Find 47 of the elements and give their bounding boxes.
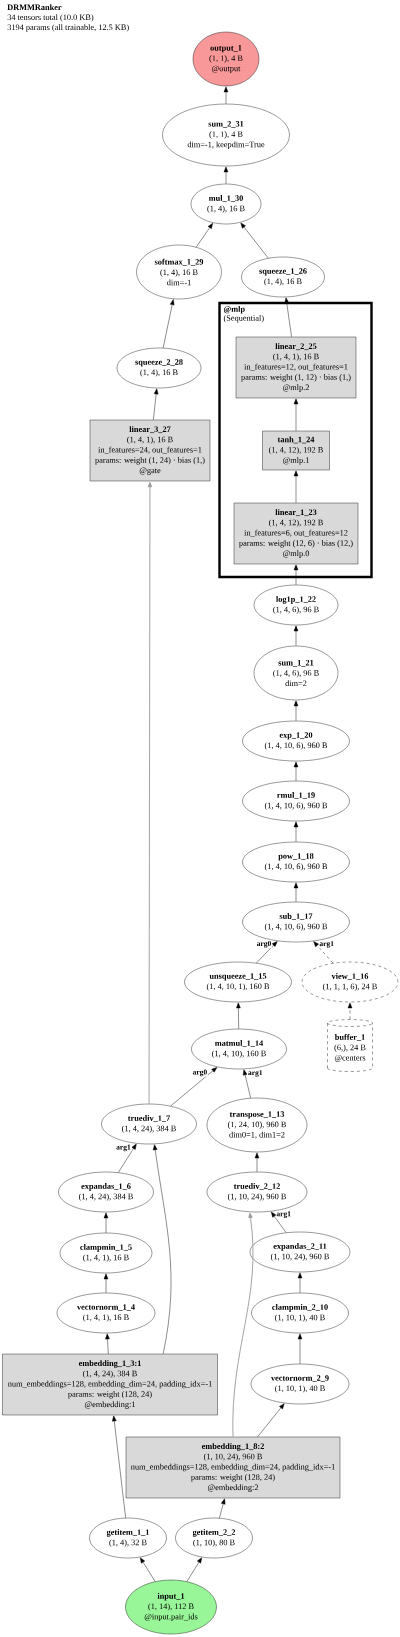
- arrow: [219, 1498, 226, 1519]
- arrow: [140, 1557, 156, 1582]
- arrow: [293, 700, 299, 722]
- arrow: [271, 1211, 287, 1233]
- arrow: [293, 625, 299, 647]
- diagram-title: DRMMRanker: [7, 4, 62, 11]
- arrow: [186, 1557, 202, 1582]
- layer-box: linear_2_25 (1, 4, 1), 16 B in_features=12, out_features=1 params: weight (1, 12) · bias (1,) @mlp.2: [235, 336, 357, 399]
- arrow: [242, 1069, 251, 1099]
- arrow: [223, 86, 229, 105]
- layer-box: linear_3_27 (1, 4, 1), 16 B in_features=24, out_features=1 params: weight (1, 24) · bias (1,) @gate: [89, 419, 211, 482]
- summary-text: 3194 params (all trainable, 12.5 KB): [7, 24, 129, 32]
- arrow: [257, 1403, 285, 1438]
- arrow: [223, 166, 229, 185]
- arrow: [103, 1212, 109, 1234]
- arrow: [232, 1212, 254, 1438]
- arrow: [256, 941, 278, 964]
- arrow: [112, 1415, 126, 1519]
- arrow: [297, 1333, 303, 1365]
- arrow: [240, 222, 269, 259]
- arrow: [153, 1144, 172, 1355]
- arrow: [293, 882, 299, 903]
- arrow: [293, 821, 299, 843]
- arrow: [236, 1002, 241, 1030]
- buffer-cylinder: buffer_1 (6,), 24 B @centers: [327, 1019, 373, 1072]
- layer-box: tanh_1_24 (1, 4, 12), 192 B @mlp.1: [262, 430, 330, 471]
- layer-box: linear_1_23 (1, 4, 12), 192 B in_features=6, out_features=12 params: weight (12, 6) · bias (12,) @mlp.0: [233, 502, 359, 565]
- arrow: [147, 482, 153, 1105]
- arrow: [293, 470, 299, 504]
- arrow: [297, 1272, 303, 1294]
- summary-text: 34 tensors total (10.0 KB): [7, 14, 94, 22]
- arrow: [293, 761, 299, 782]
- arrow: [347, 1002, 353, 1020]
- arrow: [293, 564, 299, 586]
- arrow: [254, 1152, 260, 1173]
- arrow: [170, 1067, 218, 1107]
- arrow: [103, 1273, 109, 1294]
- arrow: [118, 1143, 137, 1173]
- arrow: [105, 1333, 110, 1355]
- arrow: [196, 223, 213, 248]
- arrow: [313, 941, 334, 964]
- layer-box: embedding_1_8:2 (1, 10, 24), 960 B num_embeddings=128, embedding_dim=24, padding_idx=-1 params: weight (128, 24) @embedding:2: [125, 1436, 341, 1499]
- arrow: [293, 398, 299, 432]
- arrow: [162, 299, 175, 349]
- layer-box: embedding_1_3:1 (1, 4, 24), 384 B num_embeddings=128, embedding_dim=24, padding_idx=-1 params: weight (128, 24) @embedding:1: [2, 1353, 218, 1416]
- arrow: [284, 297, 292, 338]
- arrow: [153, 388, 159, 421]
